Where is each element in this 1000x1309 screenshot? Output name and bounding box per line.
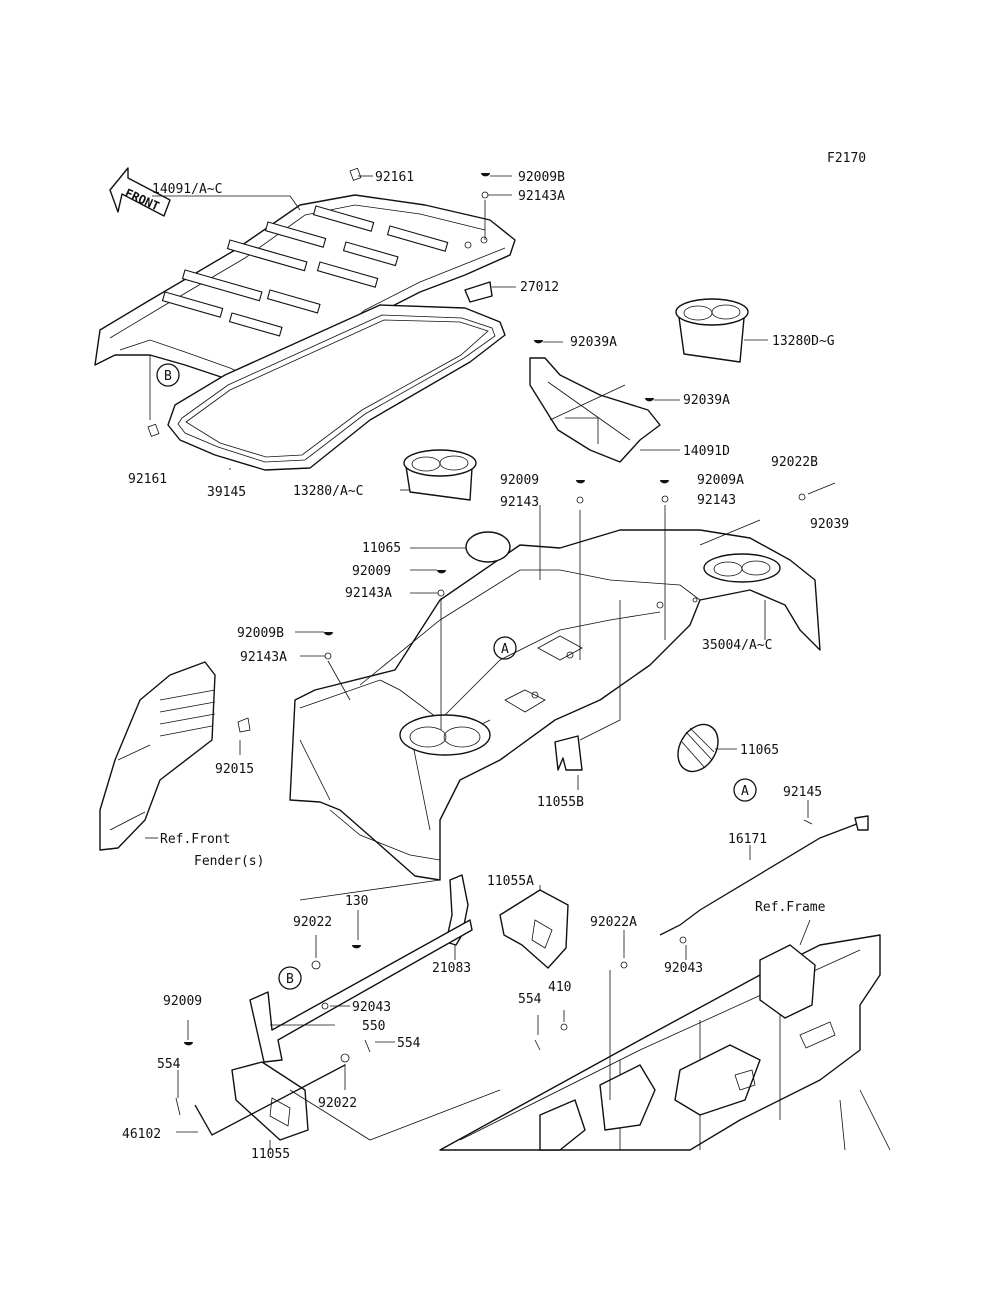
label-92161-top: 92161	[375, 170, 414, 185]
label-92143a-top: 92143A	[518, 189, 565, 204]
label-410: 410	[548, 980, 571, 995]
label-92009-3: 92009	[163, 994, 202, 1009]
label-92161-bot: 92161	[128, 472, 167, 487]
lower-stay	[249, 919, 473, 1063]
label-92143a-3: 92143A	[240, 650, 287, 665]
label-35004ac: 35004/A~C	[702, 638, 772, 653]
label-11065-1: 11065	[362, 541, 401, 556]
label-ref-frame: Ref.Frame	[755, 900, 826, 915]
cup-holder-left	[403, 449, 477, 501]
label-92022b: 92022B	[771, 455, 818, 470]
label-92009b-top: 92009B	[518, 170, 565, 185]
ref-circle-b-top	[156, 363, 180, 387]
ref-circle-b-stay	[278, 966, 302, 990]
label-14091ac: 14091/A~C	[152, 182, 222, 197]
lid-11065-top	[465, 531, 511, 563]
roof-slots	[161, 205, 449, 337]
label-11055: 11055	[251, 1147, 290, 1162]
front-fender-reference	[99, 661, 216, 851]
label-92143a-2: 92143A	[345, 586, 392, 601]
label-92009-1: 92009	[500, 473, 539, 488]
label-92039: 92039	[810, 517, 849, 532]
roof-seal	[167, 304, 506, 471]
bracket-11055	[231, 1061, 309, 1141]
label-39145: 39145	[207, 485, 246, 500]
label-92022-1: 92022	[293, 915, 332, 930]
label-130: 130	[345, 894, 368, 909]
label-92009-2: 92009	[352, 564, 391, 579]
leader-lines	[145, 175, 811, 1150]
label-554-1: 554	[518, 992, 542, 1007]
bracket-11055a-hole	[531, 919, 553, 949]
label-ref-b-2: B	[286, 972, 294, 987]
lid-11065-bottom	[677, 723, 719, 773]
label-92143-1: 92143	[500, 495, 539, 510]
ref-circle-a-body	[493, 636, 517, 660]
frame-reference	[439, 934, 891, 1151]
label-550: 550	[362, 1019, 385, 1034]
rod-46102	[194, 1064, 346, 1136]
label-ref-front-1: Ref.Front	[160, 832, 230, 847]
figure-code: F2170	[827, 151, 866, 166]
bracket-11055b	[554, 735, 583, 771]
roof-panel	[94, 194, 516, 399]
bracket-27012	[464, 281, 493, 303]
label-11055a: 11055A	[487, 874, 534, 889]
label-92039a-1: 92039A	[570, 335, 617, 350]
cable-16171	[659, 821, 863, 936]
label-21083: 21083	[432, 961, 471, 976]
label-92009b-2: 92009B	[237, 626, 284, 641]
label-14091d: 14091D	[683, 444, 730, 459]
label-92022a: 92022A	[590, 915, 637, 930]
label-92043-2: 92043	[352, 1000, 391, 1015]
label-46102: 46102	[122, 1127, 161, 1142]
label-92143-2: 92143	[697, 493, 736, 508]
main-body-cover	[289, 529, 821, 881]
rear-panel	[529, 357, 661, 463]
label-92145: 92145	[783, 785, 822, 800]
cup-holder-right	[675, 298, 749, 363]
label-11065-2: 11065	[740, 743, 779, 758]
label-554-2: 554	[397, 1036, 421, 1051]
ref-circle-a-lid	[733, 778, 757, 802]
label-ref-a-2: A	[741, 784, 749, 799]
part-labels: 92161 92009B 92143A 14091/A~C 27012 1328…	[122, 170, 849, 1162]
label-ref-b-1: B	[164, 369, 172, 384]
label-92039a-2: 92039A	[683, 393, 730, 408]
label-ref-front-2: Fender(s)	[194, 854, 264, 869]
label-92009a: 92009A	[697, 473, 744, 488]
label-92015: 92015	[215, 762, 254, 777]
label-27012: 27012	[520, 280, 559, 295]
label-13280dg: 13280D~G	[772, 334, 835, 349]
cable-16171-end	[854, 815, 869, 831]
label-11055b: 11055B	[537, 795, 584, 810]
label-92022-2: 92022	[318, 1096, 357, 1111]
label-16171: 16171	[728, 832, 767, 847]
label-13280ac: 13280/A~C	[293, 484, 363, 499]
label-92043-1: 92043	[664, 961, 703, 976]
label-ref-a-1: A	[501, 642, 509, 657]
label-554-3: 554	[157, 1057, 181, 1072]
fasteners	[147, 167, 836, 1116]
